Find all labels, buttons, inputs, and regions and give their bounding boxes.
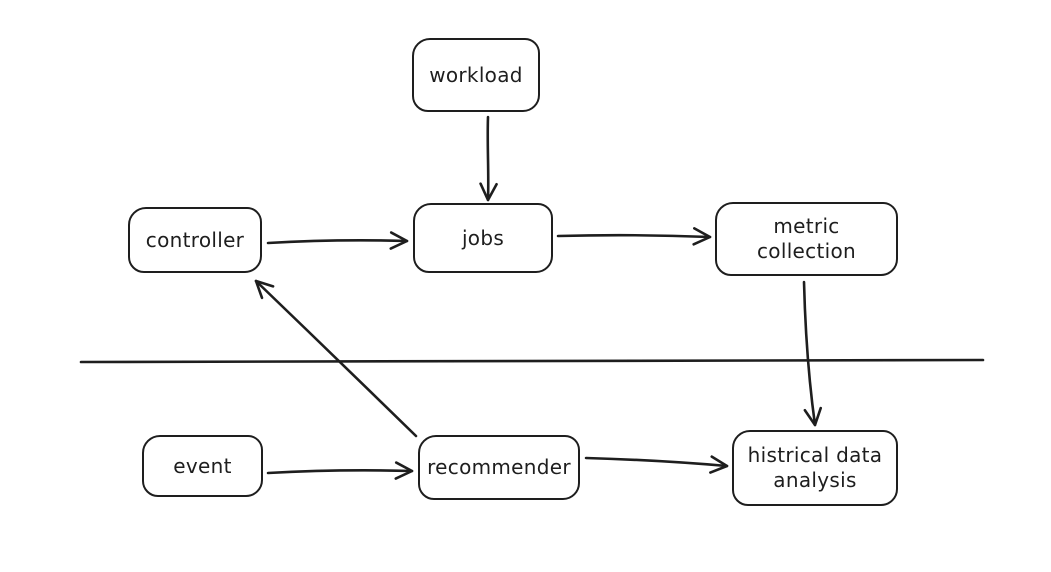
node-event-label: event	[173, 453, 232, 478]
node-recommender: recommender	[418, 435, 580, 500]
node-histrical-data-analysis-label: histrical data analysis	[747, 443, 883, 492]
arrow-recommender-to-controller	[254, 279, 418, 438]
node-metric-collection: metric collection	[715, 202, 898, 276]
node-recommender-label: recommender	[427, 455, 571, 479]
node-workload-label: workload	[429, 62, 523, 87]
node-histrical-data-analysis: histrical data analysis	[732, 430, 898, 506]
arrow-jobs-to-metric-collection	[556, 227, 712, 246]
node-event: event	[142, 435, 263, 497]
node-workload: workload	[412, 38, 540, 112]
node-metric-collection-label: metric collection	[757, 214, 856, 263]
arrow-recommender-to-histrical-data-analysis	[584, 455, 729, 474]
node-jobs: jobs	[413, 203, 553, 273]
arrow-controller-to-jobs	[266, 231, 409, 250]
node-controller: controller	[128, 207, 262, 273]
arrow-workload-to-jobs	[479, 115, 498, 202]
arrow-event-to-recommender	[266, 461, 414, 480]
node-jobs-label: jobs	[461, 225, 505, 250]
divider-line	[79, 358, 985, 364]
node-controller-label: controller	[145, 227, 245, 252]
arrow-metric-collection-to-histrical-data-analysis	[802, 280, 823, 427]
